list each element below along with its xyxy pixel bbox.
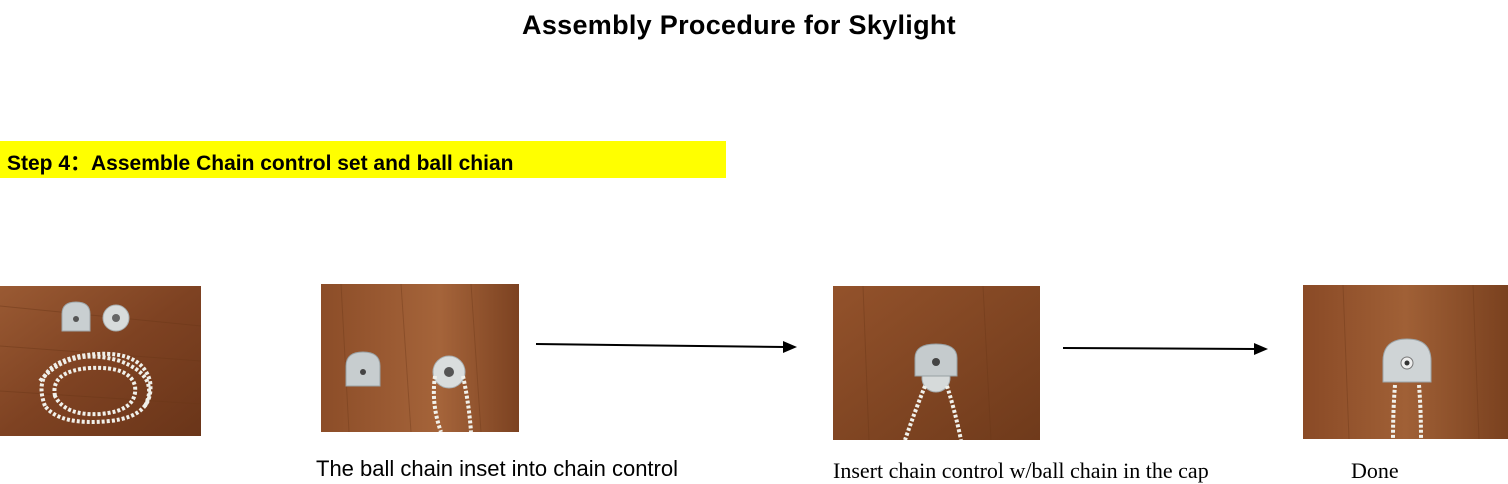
caption-step-c: Done bbox=[1351, 458, 1399, 484]
photo-parts bbox=[0, 286, 201, 436]
right-arrow-icon bbox=[535, 337, 800, 355]
photo-chain-in-control bbox=[321, 284, 519, 432]
photo-done bbox=[1303, 285, 1508, 439]
right-arrow-icon bbox=[1062, 340, 1272, 358]
caption-step-a: The ball chain inset into chain control bbox=[316, 456, 678, 482]
page-title: Assembly Procedure for Skylight bbox=[0, 10, 1478, 41]
photo-control-in-cap bbox=[833, 286, 1040, 440]
step-label: Step 4：Assemble Chain control set and ba… bbox=[7, 147, 513, 177]
step-banner: Step 4：Assemble Chain control set and ba… bbox=[0, 141, 726, 178]
caption-step-b: Insert chain control w/ball chain in the… bbox=[833, 458, 1209, 484]
